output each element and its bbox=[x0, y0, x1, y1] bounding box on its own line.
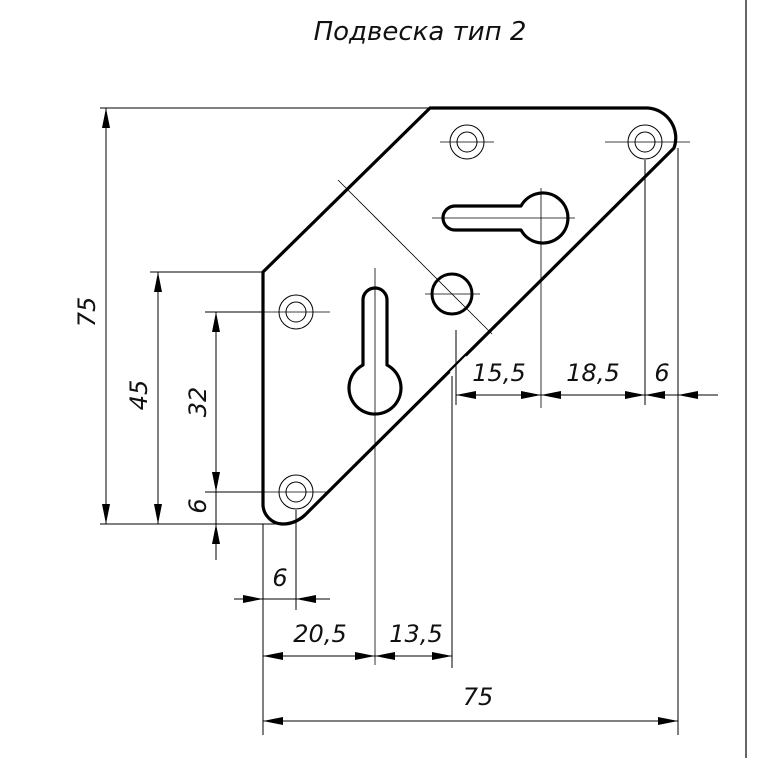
dim-width-15-5: 15,5 bbox=[472, 359, 525, 387]
vertical-keyhole-slot bbox=[347, 286, 403, 416]
dim-width-total: 75 bbox=[463, 683, 494, 711]
extension-lines bbox=[100, 107, 679, 735]
dim-height-6: 6 bbox=[184, 498, 212, 513]
hole-top-left bbox=[440, 124, 494, 160]
dim-width-20-5: 20,5 bbox=[293, 620, 346, 648]
hole-top-right bbox=[605, 124, 690, 160]
dim-height-total: 75 bbox=[73, 297, 101, 328]
drawing-title: Подвеска тип 2 bbox=[314, 17, 527, 47]
dim-width-6-right: 6 bbox=[654, 359, 669, 387]
diagonal-center-line bbox=[337, 179, 493, 335]
horizontal-keyhole-slot bbox=[441, 191, 570, 245]
dimension-lines bbox=[105, 108, 718, 722]
dim-height-32: 32 bbox=[184, 387, 212, 418]
dim-height-45: 45 bbox=[125, 380, 153, 411]
dim-width-6-bottom: 6 bbox=[272, 564, 287, 592]
dim-width-13-5: 13,5 bbox=[389, 620, 442, 648]
dim-width-18-5: 18,5 bbox=[566, 359, 619, 387]
edge-break-gap bbox=[449, 355, 471, 377]
arrowheads bbox=[102, 108, 698, 725]
plate-outline bbox=[261, 106, 678, 526]
